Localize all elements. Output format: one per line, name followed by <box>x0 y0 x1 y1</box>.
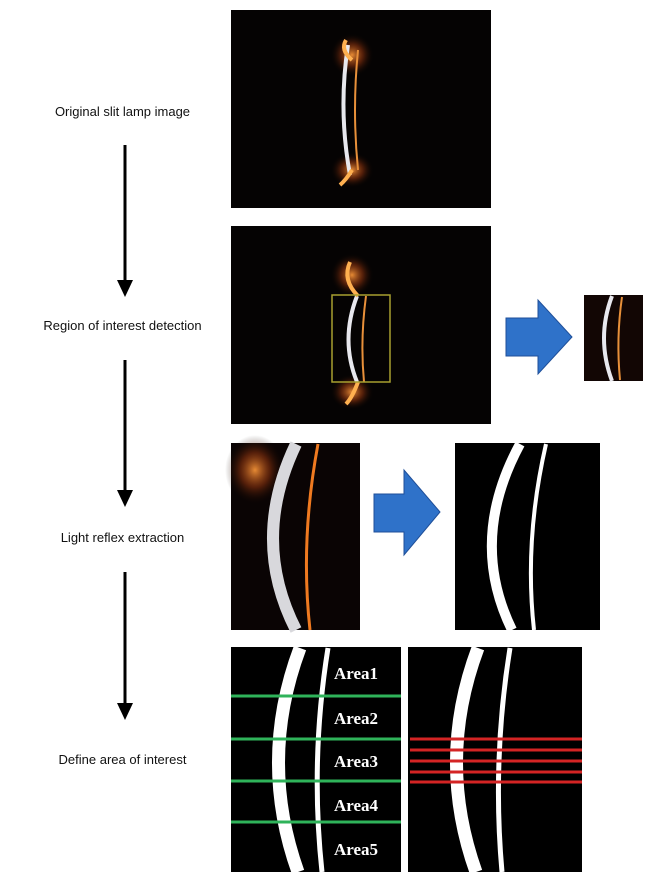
enlarged-roi-image <box>225 435 360 633</box>
blue-arrow-right-icon <box>373 468 441 557</box>
area-boundary-lines <box>231 694 401 824</box>
flow-arrow-2 <box>117 360 133 507</box>
step-label-original: Original slit lamp image <box>54 104 191 119</box>
area-label-1: Area1 <box>334 664 378 683</box>
area-division-image: Area1 Area2 Area3 Area4 Area5 <box>231 645 401 875</box>
roi-box <box>331 294 391 383</box>
roi-detection-image <box>231 226 491 424</box>
original-slit-lamp-image <box>231 10 491 208</box>
step-label-roi: Region of interest detection <box>43 318 202 333</box>
binary-reflex-image <box>455 441 600 633</box>
area-label-5: Area5 <box>334 840 378 859</box>
sampling-lines-image <box>408 645 582 875</box>
flow-arrow-3 <box>117 572 133 720</box>
sampling-lines <box>410 737 582 784</box>
area-label-4: Area4 <box>334 796 379 815</box>
roi-crop-image <box>584 295 643 382</box>
step-label-extraction: Light reflex extraction <box>60 530 185 545</box>
area-label-3: Area3 <box>334 752 378 771</box>
flow-arrow-1 <box>117 145 133 297</box>
step-label-define-area: Define area of interest <box>58 752 187 767</box>
blue-arrow-right-icon <box>505 298 573 376</box>
area-label-2: Area2 <box>334 709 378 728</box>
